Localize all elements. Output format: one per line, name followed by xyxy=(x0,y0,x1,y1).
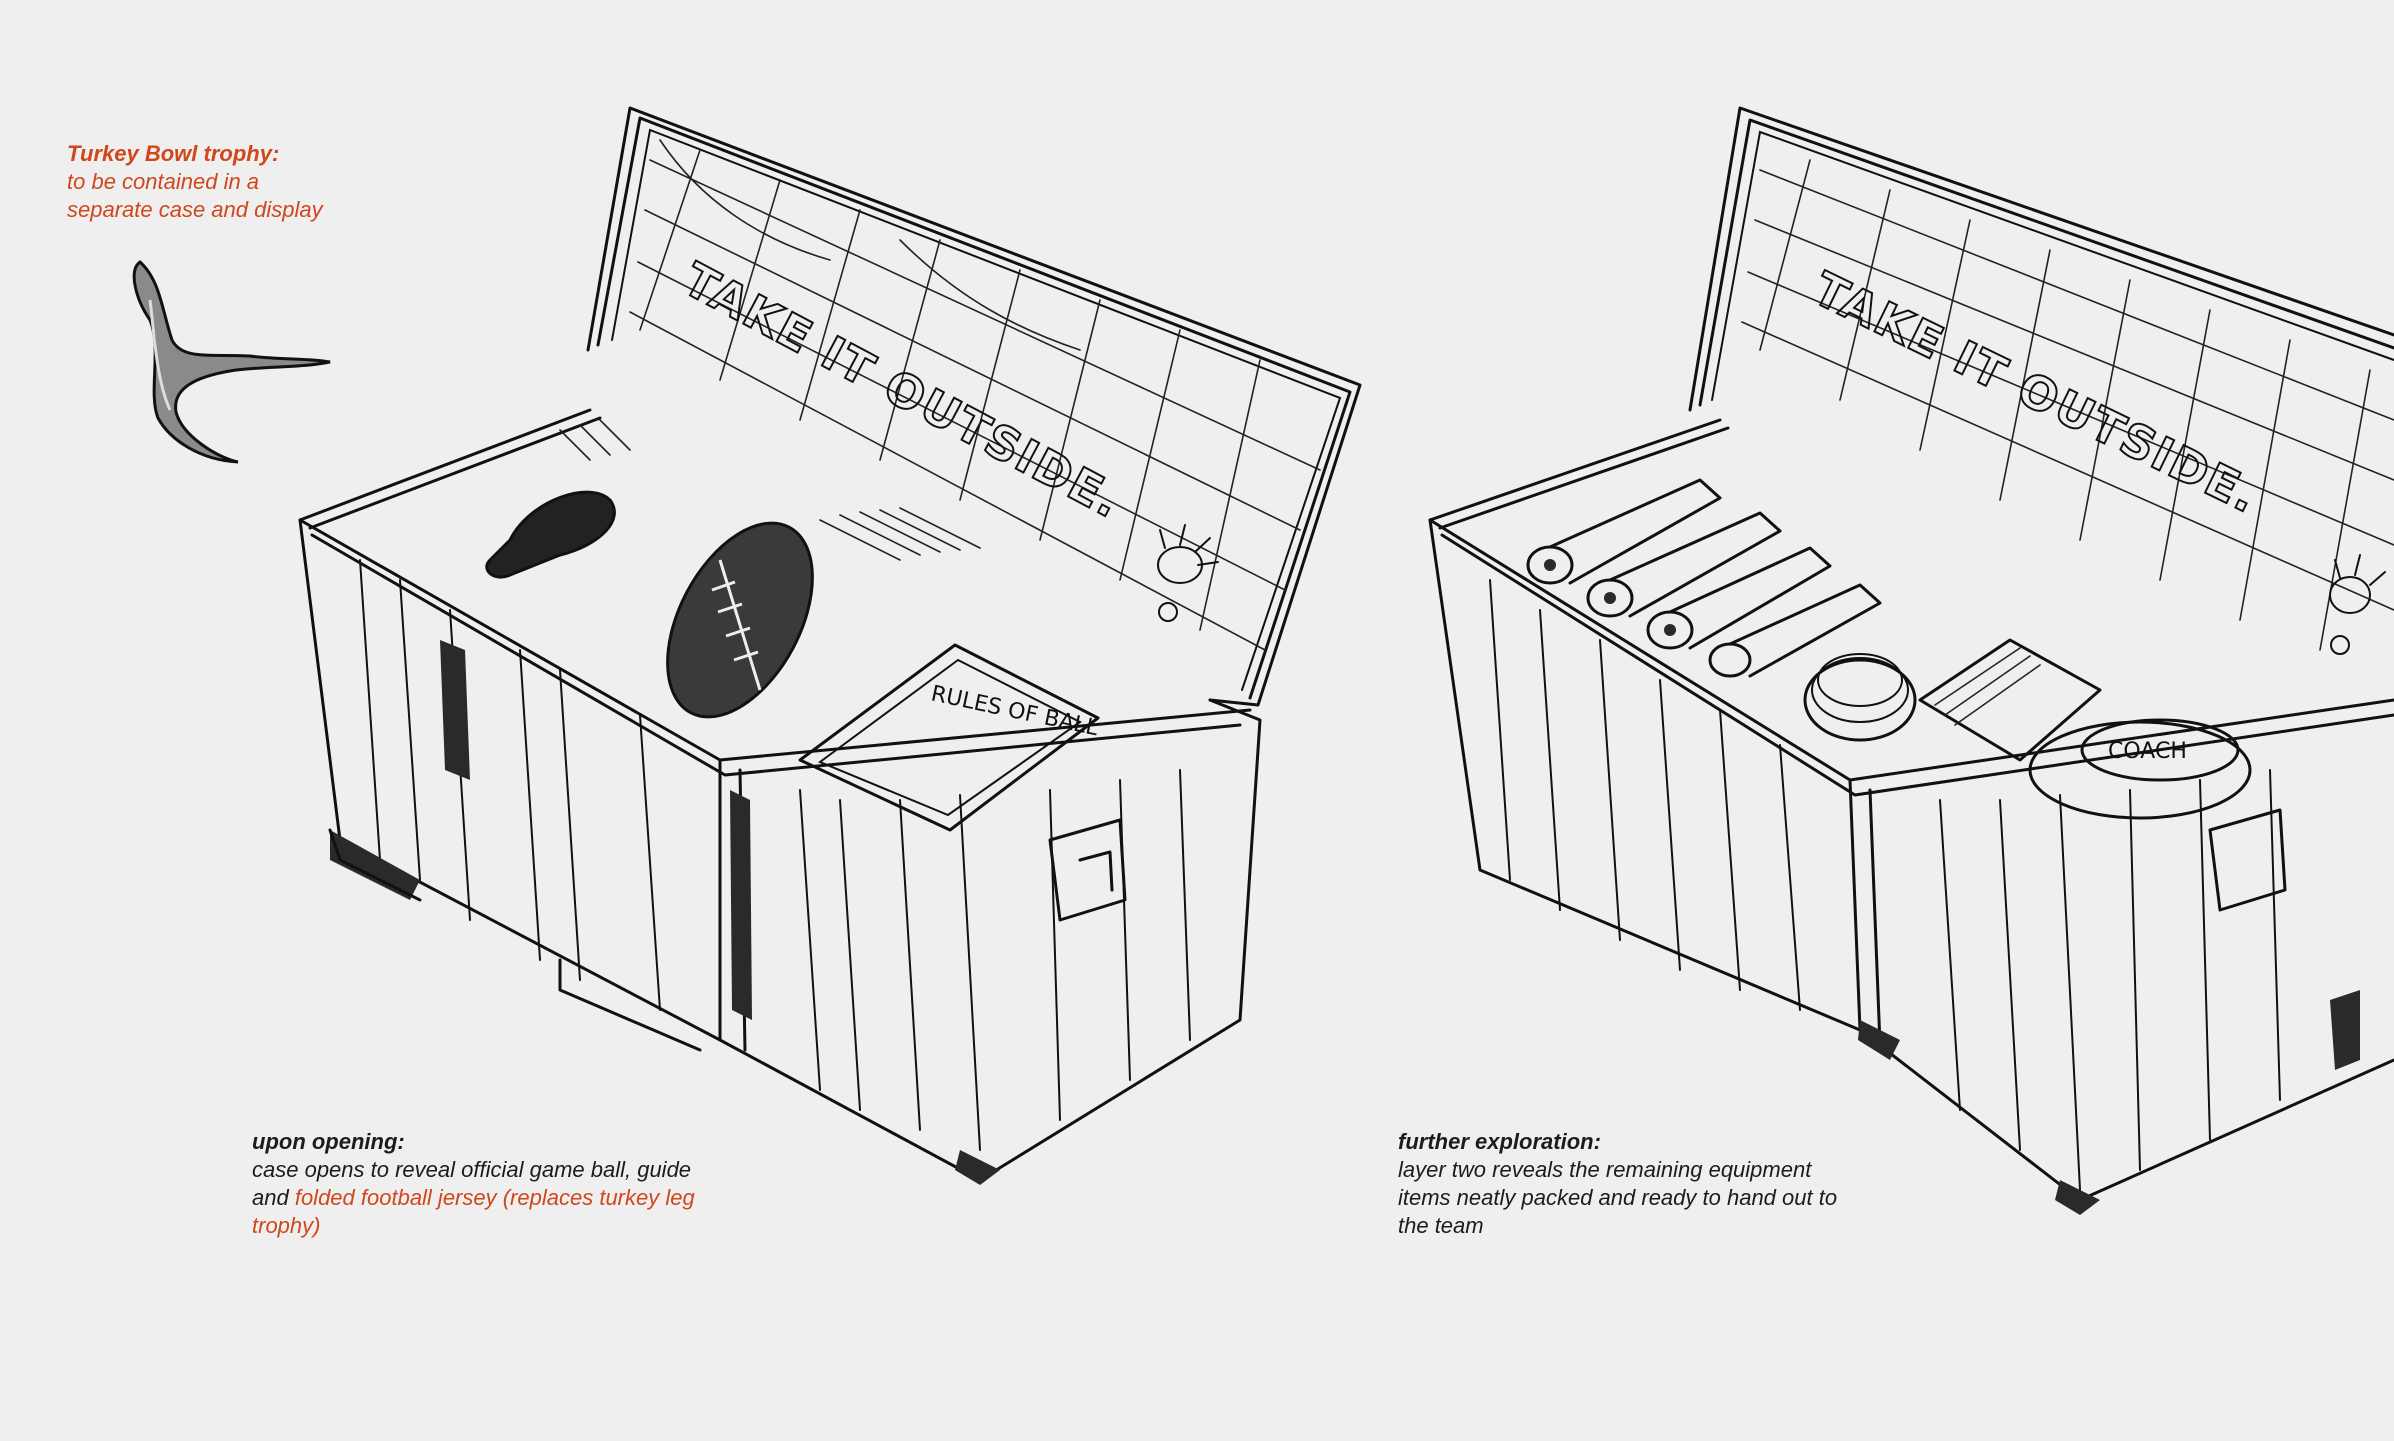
right-cap-text: COACH xyxy=(2108,739,2187,764)
turkey-leg-icon xyxy=(485,490,616,579)
right-lid-text: TAKE IT OUTSIDE. xyxy=(1805,261,2267,524)
further-note-line1: layer two reveals the remaining equipmen… xyxy=(1398,1157,1812,1182)
turkey-logo-icon-right xyxy=(2329,554,2386,655)
cone-stack xyxy=(1803,653,1917,742)
further-note-line2: items neatly packed and ready to hand ou… xyxy=(1398,1185,1838,1210)
opening-note: upon opening: case opens to reveal offic… xyxy=(252,1128,772,1240)
opening-note-line3-highlight: trophy) xyxy=(252,1213,321,1238)
further-note-title: further exploration: xyxy=(1398,1129,1601,1154)
further-note-line3: the team xyxy=(1398,1213,1484,1238)
trophy-note: Turkey Bowl trophy: to be contained in a… xyxy=(67,140,323,224)
wishbone-icon xyxy=(132,260,331,464)
opening-note-line2-highlight: folded football jersey (replaces turkey … xyxy=(294,1185,695,1210)
trophy-note-line2: separate case and display xyxy=(67,197,323,222)
left-lid-text: TAKE IT OUTSIDE. xyxy=(675,252,1131,529)
coach-cap: COACH xyxy=(2028,718,2252,820)
football-icon xyxy=(666,521,814,719)
opening-note-line1: case opens to reveal official game ball,… xyxy=(252,1157,692,1182)
opening-note-title: upon opening: xyxy=(252,1129,405,1154)
left-case-sketch: TAKE IT OUTSIDE. xyxy=(298,106,1362,1185)
trophy-note-title: Turkey Bowl trophy: xyxy=(67,141,280,166)
further-note: further exploration: layer two reveals t… xyxy=(1398,1128,1918,1240)
trophy-note-line1: to be contained in a xyxy=(67,169,260,194)
opening-note-line2-plain: and xyxy=(252,1185,295,1210)
right-case-sketch: TAKE IT OUTSIDE. xyxy=(1428,106,2394,1215)
rolled-items xyxy=(1526,478,1882,678)
turkey-logo-icon xyxy=(1157,524,1219,622)
